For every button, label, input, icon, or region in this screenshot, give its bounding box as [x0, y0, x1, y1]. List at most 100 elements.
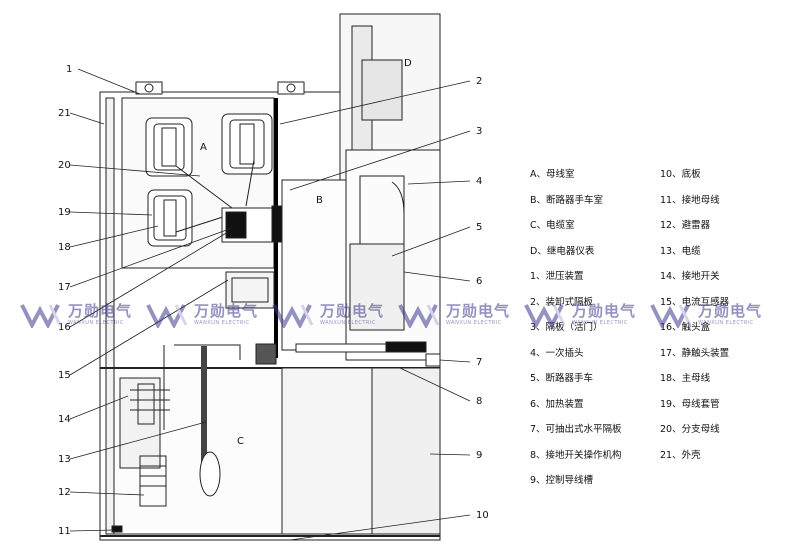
legend-item: C、电缆室 [530, 220, 575, 231]
legend-item: 21、外壳 [660, 449, 701, 461]
legend-item: 3、隔板（活门） [530, 322, 603, 333]
legend-item: 9、控制导线槽 [530, 475, 594, 486]
zone-label-b: B [316, 195, 323, 206]
legend-item: 12、避雷器 [660, 220, 711, 231]
callout-number-21: 21 [58, 108, 71, 119]
wanxun-logo-icon [650, 304, 692, 328]
zone-label-c: C [237, 436, 244, 447]
leader-line-12 [69, 491, 145, 496]
callout-number-12: 12 [58, 487, 71, 498]
leader-line-3 [289, 130, 471, 191]
legend-item: 6、加热装置 [530, 398, 584, 410]
control-wiring-duct [425, 353, 441, 367]
callout-number-3: 3 [476, 126, 482, 137]
callout-number-1: 1 [66, 64, 72, 75]
wanxun-logo-icon [272, 304, 314, 328]
callout-number-11: 11 [58, 526, 71, 537]
leader-line-6 [403, 271, 471, 282]
surge-arrester [139, 455, 167, 507]
legend-item: D、继电器仪表 [530, 245, 595, 257]
cabinet-inner-left [105, 97, 115, 535]
legend-item: 1、泄压装置 [530, 271, 584, 282]
legend-item: 16、触头盒 [660, 322, 711, 333]
watermark-cn: 万勋电气 [572, 302, 637, 320]
watermark-cn: 万勋电气 [194, 302, 259, 320]
legend-item: 18、主母线 [660, 373, 711, 384]
horizontal-partition [295, 341, 427, 353]
wanxun-logo-icon [398, 304, 440, 328]
watermark-cn: 万勋电气 [446, 302, 511, 320]
legend-item: 2、装卸式隔板 [530, 296, 594, 308]
legend-item: 5、断路器手车 [530, 373, 594, 384]
legend-item: 11、接地母线 [660, 194, 720, 206]
legend-item: 19、母线套管 [660, 398, 720, 410]
leader-line-1 [77, 68, 141, 95]
callout-number-10: 10 [476, 510, 489, 521]
callout-number-7: 7 [476, 357, 482, 368]
callout-number-19: 19 [58, 207, 71, 218]
legend-item: 10、底板 [660, 169, 701, 180]
leader-line-2 [279, 80, 471, 125]
watermark-cn: 万勋电气 [698, 302, 763, 320]
legend-item: 13、电缆 [660, 245, 701, 257]
legend-item: 4、一次插头 [530, 347, 584, 359]
callout-number-2: 2 [476, 76, 482, 87]
main-busbar-lower [147, 189, 193, 247]
current-transformer [255, 343, 277, 365]
earthing-busbar [111, 525, 123, 533]
callout-number-17: 17 [58, 282, 71, 293]
callout-number-20: 20 [58, 160, 71, 171]
leader-line-4 [407, 180, 471, 185]
main-busbar-upper-right [221, 113, 273, 175]
leader-line-18 [69, 225, 159, 248]
callout-number-14: 14 [58, 414, 71, 425]
leader-line-19 [69, 211, 153, 216]
callout-number-5: 5 [476, 222, 482, 233]
earthing-switch [119, 377, 170, 469]
breaker-truck [349, 175, 405, 331]
main-busbar-upper-left [145, 117, 193, 177]
legend-item: A、母线室 [530, 169, 575, 180]
leader-line-20 [69, 164, 201, 177]
watermark-en: WANXUN ELECTRIC [68, 320, 124, 326]
callout-number-16: 16 [58, 322, 71, 333]
lifting-lug-mid [277, 81, 305, 95]
callout-number-4: 4 [476, 176, 482, 187]
watermark-en: WANXUN ELECTRIC [320, 320, 376, 326]
leader-line-9 [429, 453, 471, 456]
watermark-cn: 万勋电气 [320, 302, 385, 320]
leader-line-21 [69, 112, 105, 125]
heater [225, 271, 275, 309]
leader-line-16 [69, 231, 229, 328]
callout-number-6: 6 [476, 276, 482, 287]
legend-item: 7、可抽出式水平隔板 [530, 424, 622, 435]
legend-item: 15、电流互感器 [660, 296, 730, 308]
leader-line-8 [399, 367, 471, 402]
legend-item: 14、接地开关 [660, 271, 720, 282]
legend-item: 17、静触头装置 [660, 347, 730, 359]
leader-line-17 [69, 227, 233, 288]
leader-line-13 [69, 421, 207, 460]
callout-number-8: 8 [476, 396, 482, 407]
watermark-en: WANXUN ELECTRIC [446, 320, 502, 326]
lifting-lug-left [135, 81, 163, 95]
callout-number-18: 18 [58, 242, 71, 253]
breaker-compartment [281, 179, 347, 351]
wanxun-logo-icon [20, 304, 62, 328]
callout-number-15: 15 [58, 370, 71, 381]
zone-label-a: A [200, 142, 207, 153]
leader-line-7 [439, 359, 471, 363]
watermark-cn: 万勋电气 [68, 302, 133, 320]
leader-line-11 [69, 529, 115, 532]
wanxun-logo-icon [146, 304, 188, 328]
watermark-en: WANXUN ELECTRIC [194, 320, 250, 326]
zone-label-d: D [404, 58, 412, 69]
branch-busbar [175, 159, 255, 233]
cable [163, 344, 241, 497]
